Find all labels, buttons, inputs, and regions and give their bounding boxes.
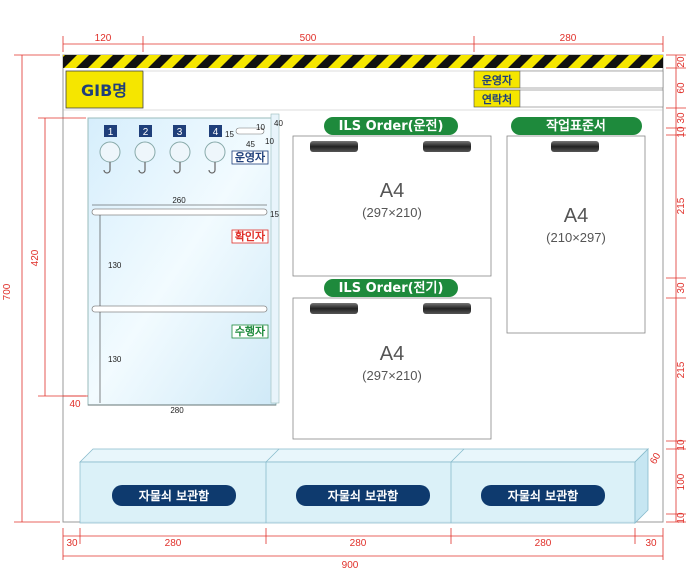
work-standard-panel: 작업표준서 A4 (210×297) <box>506 117 646 334</box>
top-dim-500: 500 <box>300 33 317 44</box>
dim-260: 260 <box>172 196 186 205</box>
storage-label-2: 자물쇠 보관함 <box>328 488 398 503</box>
dim-10b: 10 <box>265 137 274 146</box>
label-performer: 수행자 <box>235 324 266 338</box>
panel-size-2: A4 <box>380 343 404 365</box>
hook-icon <box>99 141 121 163</box>
box-depth-dim: 60 <box>648 451 663 467</box>
dim-40: 40 <box>274 119 283 128</box>
panel-dims-2: (297×210) <box>362 368 422 383</box>
holder-bar-1 <box>91 208 268 216</box>
operator-value-box <box>519 70 664 89</box>
total-width-dim: 900 <box>342 560 359 571</box>
panel-title-3: 작업표준서 <box>546 118 606 134</box>
dim-45: 45 <box>246 140 255 149</box>
dim-10a: 10 <box>256 123 265 132</box>
right-dim-10: 10 <box>676 126 687 138</box>
panel-size-3: A4 <box>564 205 588 227</box>
right-dim-20: 20 <box>676 56 687 68</box>
hook-icon <box>169 141 191 163</box>
right-dim-10c: 10 <box>676 512 687 524</box>
left-dim-40: 40 <box>69 399 81 410</box>
label-checker: 확인자 <box>235 229 266 243</box>
panel-dims-3: (210×297) <box>546 230 606 245</box>
bottom-dim-280a: 280 <box>165 538 182 549</box>
panel-size-1: A4 <box>380 180 404 202</box>
panel-title-2: ILS Order(전기) <box>339 280 444 296</box>
clip-icon <box>423 303 471 314</box>
storage-label-3: 자물쇠 보관함 <box>508 488 578 503</box>
top-dim-120: 120 <box>95 33 112 44</box>
panel-title-1: ILS Order(운전) <box>339 118 444 134</box>
board-title: GIB명 <box>81 81 127 100</box>
storage-label-1: 자물쇠 보관함 <box>139 488 209 503</box>
lock-number-1: 1 <box>108 127 114 138</box>
hook-icons <box>99 141 226 174</box>
dim-side-15: 15 <box>270 210 279 219</box>
right-dim-215b: 215 <box>676 361 687 378</box>
hook-icon <box>204 141 226 163</box>
right-dim-100: 100 <box>676 473 687 490</box>
hazard-stripe <box>63 55 663 68</box>
ils-order-electric-panel: ILS Order(전기) A4 (297×210) <box>292 279 492 440</box>
lock-storage-boxes: 자물쇠 보관함 자물쇠 보관함 자물쇠 보관함 <box>79 448 649 524</box>
clip-icon <box>310 141 358 152</box>
dim-130a: 130 <box>108 261 122 270</box>
right-dim-215a: 215 <box>676 197 687 214</box>
panel-dims-1: (297×210) <box>362 205 422 220</box>
contact-value-box <box>519 89 664 108</box>
lock-number-3: 3 <box>177 127 183 138</box>
dim-130b: 130 <box>108 355 122 364</box>
top-dim-280: 280 <box>560 33 577 44</box>
lock-number-2: 2 <box>143 127 149 138</box>
left-dim-420: 420 <box>30 249 41 266</box>
left-dim-700: 700 <box>2 283 13 300</box>
lock-number-4: 4 <box>213 127 219 138</box>
clip-icon <box>551 141 599 152</box>
hook-icon <box>134 141 156 163</box>
left-acrylic-panel: 1 2 3 4 10 40 15 45 10 운영자 확인자 수행자 <box>87 113 283 415</box>
clip-icon <box>423 141 471 152</box>
label-operator: 운영자 <box>235 150 266 164</box>
operator-label: 운영자 <box>482 73 513 87</box>
bottom-dim-30b: 30 <box>645 538 657 549</box>
holder-bar-2 <box>91 305 268 313</box>
dim-280-panel: 280 <box>170 406 184 415</box>
ils-order-operation-panel: ILS Order(운전) A4 (297×210) <box>292 117 492 277</box>
dim-15: 15 <box>225 130 234 139</box>
right-dim-60: 60 <box>676 82 687 94</box>
clip-icon <box>310 303 358 314</box>
title-box <box>65 70 144 109</box>
bottom-dim-30a: 30 <box>66 538 78 549</box>
right-dim-30b: 30 <box>676 282 687 294</box>
bottom-dim-280c: 280 <box>535 538 552 549</box>
right-dim-10b: 10 <box>676 439 687 451</box>
bottom-dim-280b: 280 <box>350 538 367 549</box>
contact-label: 연락처 <box>482 92 512 106</box>
right-dim-30: 30 <box>676 112 687 124</box>
